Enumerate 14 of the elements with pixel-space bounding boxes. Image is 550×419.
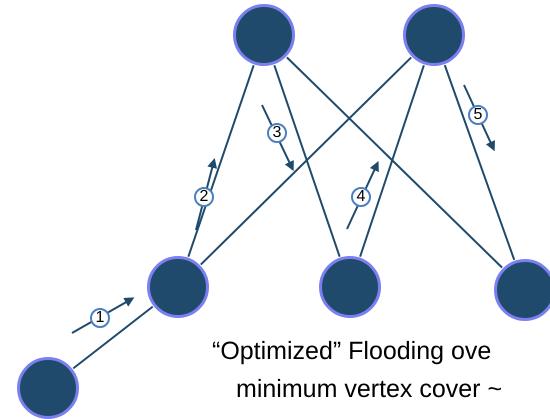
connector-line bbox=[444, 64, 516, 260]
step-number: 4 bbox=[351, 187, 371, 207]
step-number: 3 bbox=[267, 123, 287, 143]
step-number: 1 bbox=[90, 308, 110, 328]
connector-line bbox=[273, 64, 341, 258]
connector-line bbox=[286, 56, 503, 268]
caption-text: “Optimized” Flooding ove bbox=[212, 336, 492, 366]
connector-line bbox=[200, 56, 412, 266]
caption-text: minimum vertex cover ~ bbox=[236, 374, 502, 404]
connector-line bbox=[187, 64, 255, 258]
connector-line bbox=[72, 306, 154, 370]
connector-line bbox=[359, 65, 425, 257]
step-number: 2 bbox=[194, 187, 214, 207]
step-number: 5 bbox=[468, 105, 488, 125]
